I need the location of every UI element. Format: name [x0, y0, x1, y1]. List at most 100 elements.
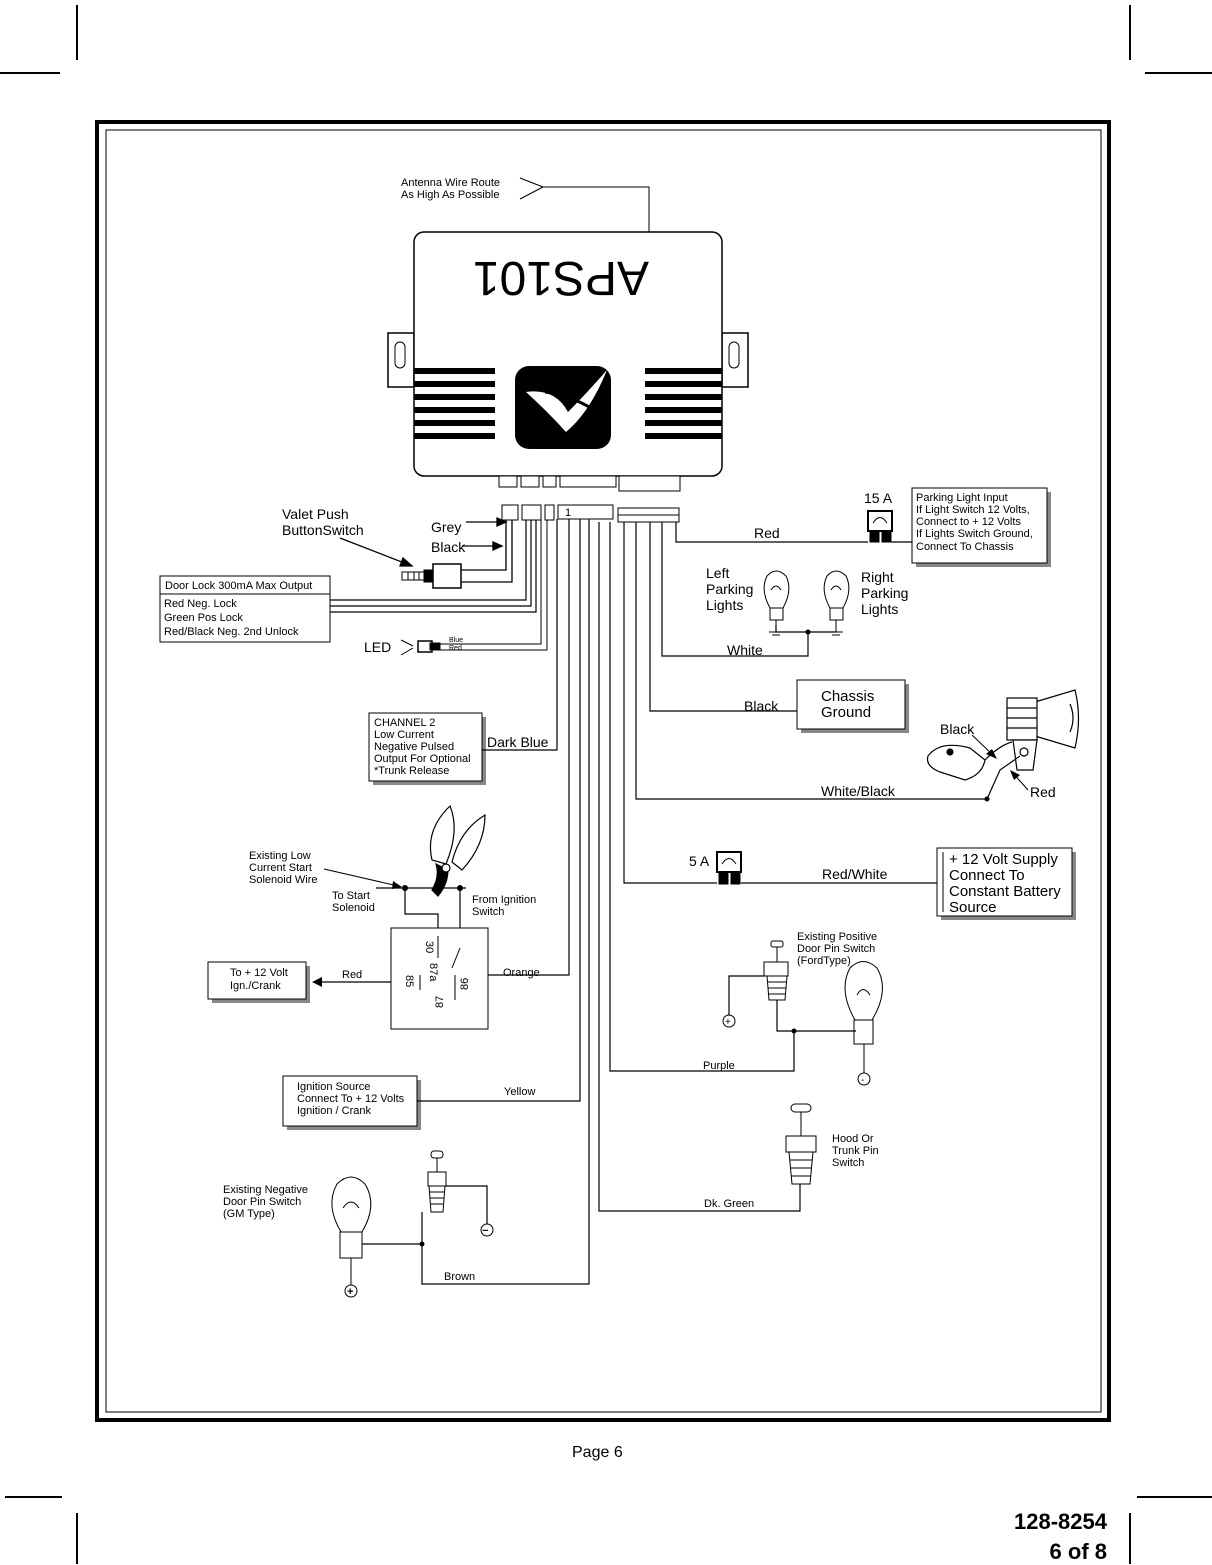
- door-neg-plus: +: [347, 1286, 353, 1298]
- supply-line1: + 12 Volt Supply: [949, 851, 1058, 868]
- valet-label-1: Valet Push: [282, 506, 349, 522]
- pin-87a: 87a: [427, 963, 439, 982]
- ignition-line3: Ignition / Crank: [297, 1105, 371, 1117]
- parking-box-line1: Parking Light Input: [916, 492, 1008, 504]
- supply-fuse-icon: [716, 851, 742, 885]
- control-module: APS101: [387, 231, 749, 492]
- chassis-line2: Ground: [821, 704, 871, 721]
- channel2-wire-label: Dark Blue: [487, 734, 549, 750]
- connector-pin-label: 1: [565, 507, 571, 519]
- relay-box: [390, 927, 489, 1030]
- door-pin-switch-neg-icon: [427, 1150, 447, 1213]
- supply-line3: Constant Battery: [949, 883, 1061, 900]
- door-pos-wiring: [609, 522, 856, 1072]
- siren-black-label: Black: [940, 721, 975, 737]
- valet-black-label: Black: [431, 539, 466, 555]
- relay-red-label: Red: [342, 969, 362, 981]
- door-neg-minus: −: [482, 1225, 488, 1237]
- existing-starter-1: Existing Low: [249, 850, 311, 862]
- chassis-wire-label: Black: [744, 698, 779, 714]
- door-neg-2: Door Pin Switch: [223, 1196, 301, 1208]
- led-icon: [400, 520, 548, 656]
- door-lock-wires: [330, 520, 537, 613]
- existing-starter-3: Solenoid Wire: [249, 874, 317, 886]
- pin-86: 86: [459, 978, 471, 990]
- siren-red-label: Red: [1030, 784, 1056, 800]
- ignition-box: [282, 1075, 418, 1127]
- supply-wire-label: Red/White: [822, 866, 888, 882]
- valet-switch-icon: [401, 563, 462, 589]
- brand-logo-icon: [515, 366, 611, 449]
- wire-cutter-icon: [429, 804, 486, 897]
- door-pos-minus: -: [861, 1075, 864, 1086]
- minus-terminal-icon: [857, 1072, 871, 1086]
- door-neg-wire-label: Brown: [444, 1271, 475, 1283]
- parking-input-box: [911, 487, 1048, 564]
- channel2-box: [368, 712, 483, 782]
- to-start-1: To Start: [332, 890, 370, 902]
- valet-wiring: [339, 516, 513, 583]
- parking-red-wire-label: Red: [754, 525, 780, 541]
- bulb-icon: [844, 961, 883, 1073]
- left-parking-1: Left: [706, 565, 729, 581]
- from-ign-1: From Ignition: [472, 894, 536, 906]
- to12v-line2: Ign./Crank: [230, 980, 281, 992]
- left-parking-3: Lights: [706, 597, 743, 613]
- right-bulb-icon: [823, 570, 850, 636]
- ignition-wire-label: Yellow: [504, 1086, 535, 1098]
- plus-terminal-icon: [722, 1014, 736, 1028]
- door-pos-1: Existing Positive: [797, 931, 877, 943]
- power-terminal-icon: [344, 1284, 358, 1298]
- valet-label-2: ButtonSwitch: [282, 522, 364, 538]
- ground-terminal-icon: [480, 1223, 494, 1237]
- harness-connectors: [501, 504, 680, 523]
- fuse-icon: [867, 510, 893, 543]
- antenna-arrow-icon: [519, 177, 650, 232]
- channel2-line1: CHANNEL 2: [374, 717, 435, 729]
- valet-grey-label: Grey: [431, 519, 461, 535]
- pin-85: 85: [403, 975, 415, 987]
- hood-pin-switch-icon: [785, 1103, 817, 1185]
- door-pos-2: Door Pin Switch: [797, 943, 875, 955]
- from-ign-2: Switch: [472, 906, 504, 918]
- door-pos-3: (FordType): [797, 955, 851, 967]
- to-start-2: Solenoid: [332, 902, 375, 914]
- parking-box-line2: If Light Switch 12 Volts,: [916, 504, 1030, 516]
- inner-frame: [105, 129, 1102, 1413]
- channel2-line2: Low Current: [374, 729, 434, 741]
- hood-line1: Hood Or: [832, 1133, 874, 1145]
- supply-fuse-label: 5 A: [689, 853, 710, 869]
- parking-box-line5: Connect To Chassis: [916, 541, 1014, 553]
- door-lock-title: Door Lock 300mA Max Output: [165, 580, 312, 592]
- parking-white-label: White: [727, 642, 763, 658]
- pin-87: 87: [434, 996, 446, 1008]
- door-lock-line1: Red Neg. Lock: [164, 598, 237, 610]
- chassis-line1: Chassis: [821, 688, 874, 705]
- led-blue-label: Blue: [449, 637, 463, 644]
- pin-30: 30: [423, 941, 435, 953]
- supply-line2: Connect To: [949, 867, 1025, 884]
- left-bulb-icon: [763, 570, 790, 636]
- page-number: Page 6: [572, 1444, 623, 1461]
- door-neg-bulb-icon: [331, 1176, 372, 1285]
- sheet-number: 6 of 8: [1049, 1539, 1107, 1564]
- outer-frame: [95, 120, 1111, 1422]
- hood-line2: Trunk Pin: [832, 1145, 879, 1157]
- to12v-box: [207, 961, 307, 1000]
- channel2-line5: *Trunk Release: [374, 765, 449, 777]
- ignition-line1: Ignition Source: [297, 1081, 370, 1093]
- to12v-line1: To + 12 Volt: [230, 967, 288, 979]
- antenna-label-1: Antenna Wire Route: [401, 177, 500, 189]
- led-red-label: Red: [449, 645, 462, 652]
- parking-box-line3: Connect to + 12 Volts: [916, 516, 1021, 528]
- existing-starter-2: Current Start: [249, 862, 312, 874]
- right-parking-1: Right: [861, 569, 894, 585]
- led-label: LED: [364, 639, 391, 655]
- supply-box: [936, 847, 1073, 917]
- parking-box-line4: If Lights Switch Ground,: [916, 528, 1033, 540]
- hood-line3: Switch: [832, 1157, 864, 1169]
- door-neg-1: Existing Negative: [223, 1184, 308, 1196]
- siren-icon: [926, 689, 1080, 781]
- hood-wire-label: Dk. Green: [704, 1198, 754, 1210]
- door-pos-wire-label: Purple: [703, 1060, 735, 1072]
